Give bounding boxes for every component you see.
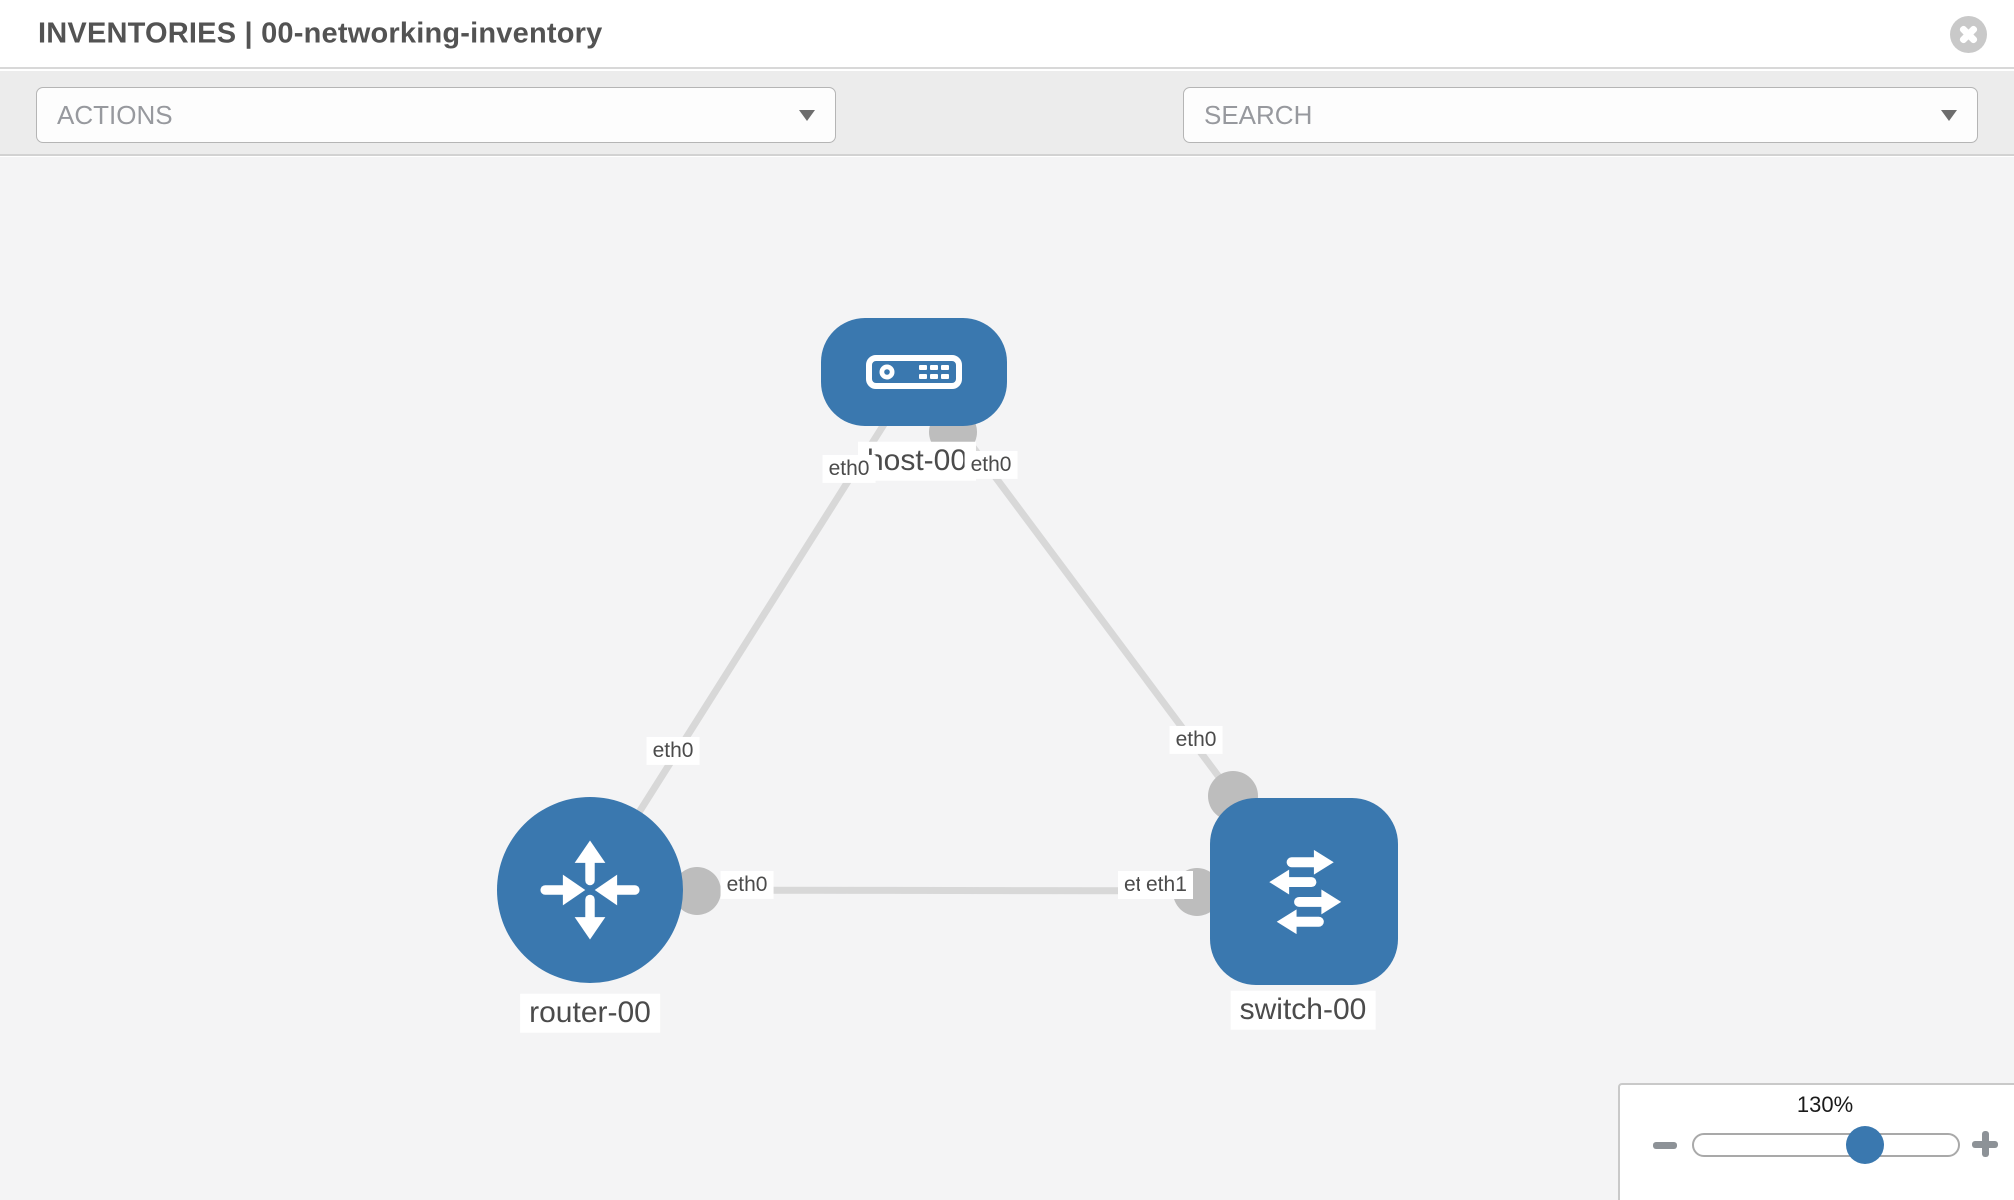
switch-icon [1269, 849, 1342, 934]
iface-label-host-switch-host-end: eth0 [964, 450, 1018, 480]
toolbar: ACTIONS SEARCH [0, 71, 2014, 204]
zoom-level-value: 130% [1796, 1092, 1854, 1117]
iface-label-router-switch-router-end: eth0 [720, 870, 774, 900]
chevron-down-icon [1941, 110, 1957, 121]
node-label-host-00: host-00 [857, 441, 977, 481]
topology-links-layer [587, 369, 1307, 916]
iface-label-host-router-router-end: eth0 [646, 736, 700, 766]
host-server-icon [866, 355, 962, 389]
router-icon [540, 840, 640, 940]
search-dropdown-label: SEARCH [1204, 99, 1313, 130]
zoom-slider-track[interactable] [1692, 1133, 1960, 1157]
iface-label-host-router-host-end: eth0 [822, 454, 876, 484]
page-title: INVENTORIES | 00-networking-inventory [38, 17, 603, 49]
zoom-in-plus-icon[interactable] [1972, 1131, 1998, 1157]
zoom-slider-handle[interactable] [1846, 1126, 1884, 1164]
port-router-eth0 [673, 867, 721, 915]
actions-dropdown-label: ACTIONS [57, 99, 173, 130]
node-router-00[interactable] [497, 797, 683, 983]
iface-label-router-switch-switch-end: eth1 [1140, 871, 1193, 900]
node-host-00[interactable] [821, 318, 1007, 426]
node-switch-00[interactable] [1210, 798, 1398, 985]
chevron-down-icon [799, 110, 815, 121]
node-label-router-00: router-00 [520, 993, 660, 1033]
zoom-out-minus-icon[interactable] [1653, 1135, 1677, 1155]
search-dropdown[interactable]: SEARCH [1183, 87, 1978, 143]
iface-label-host-switch-switch-end: eth0 [1169, 725, 1223, 755]
actions-dropdown[interactable]: ACTIONS [36, 87, 836, 143]
topology-canvas[interactable]: host-00 router-00 switch-00 eth0 eth0 et… [0, 157, 2014, 1200]
zoom-panel: 130% [1618, 1083, 2014, 1200]
node-label-switch-00: switch-00 [1230, 990, 1376, 1030]
close-icon[interactable] [1950, 16, 1987, 53]
page-header: INVENTORIES | 00-networking-inventory [0, 0, 2014, 69]
